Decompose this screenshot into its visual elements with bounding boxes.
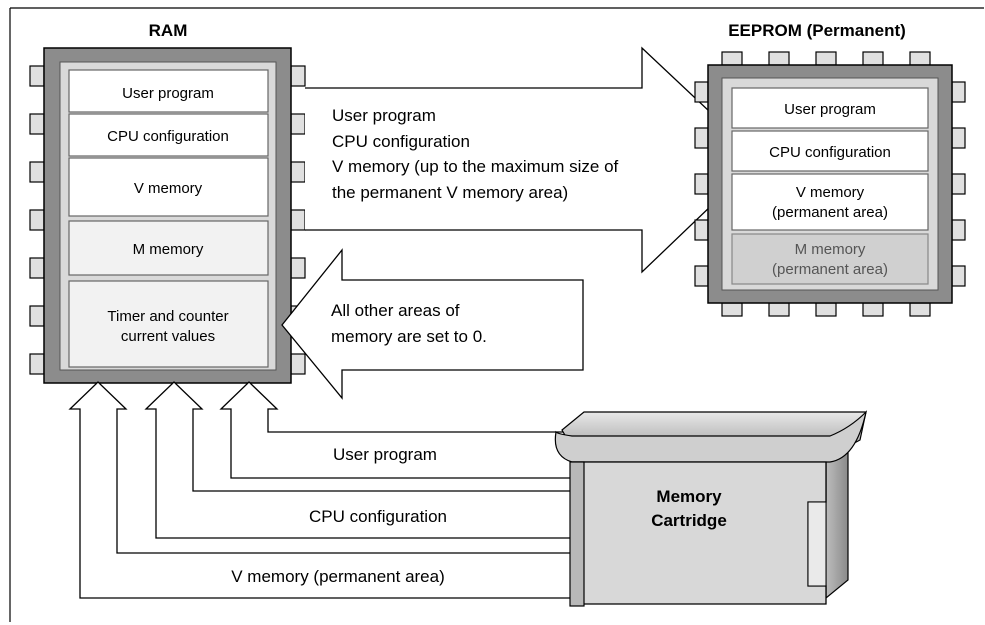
eeprom-v-memory-label-1: V memory <box>796 184 865 201</box>
eeprom-user-program-label: User program <box>784 101 876 118</box>
ram-block-user-program <box>68 69 269 113</box>
right-arrow-text-3: V memory (up to the maximum size of <box>332 157 619 176</box>
eeprom-cpu-configuration-label: CPU configuration <box>769 144 891 161</box>
eeprom-v-memory-label-2: (permanent area) <box>772 204 888 221</box>
eeprom-right-pins <box>951 81 966 287</box>
cartridge-lip <box>554 410 868 463</box>
ram-v-memory-label: V memory <box>134 180 203 197</box>
eeprom-block-user-program <box>731 87 929 129</box>
eeprom-m-memory-label-2: (permanent area) <box>772 261 888 278</box>
ram-block-cpu-configuration <box>68 113 269 157</box>
ram-title: RAM <box>149 21 188 40</box>
ram-block-m-memory <box>68 220 269 276</box>
ram-cpu-configuration-label: CPU configuration <box>107 128 229 145</box>
band-user-program <box>219 381 590 479</box>
cartridge-notch <box>807 501 827 587</box>
cartridge-side <box>825 438 849 600</box>
clear-other-areas-arrow <box>281 248 584 400</box>
right-arrow-text-2: CPU configuration <box>332 132 470 151</box>
band-v-memory-label: V memory (permanent area) <box>231 567 445 586</box>
ram-block-v-memory <box>68 157 269 217</box>
eeprom-block-cpu-configuration <box>731 130 929 172</box>
band-cpu-configuration-label: CPU configuration <box>309 507 447 526</box>
band-v-memory <box>68 381 590 599</box>
eeprom-block-m-memory <box>731 233 929 285</box>
cartridge-label-1: Memory <box>656 487 722 506</box>
eeprom-top-pins <box>721 51 931 66</box>
right-arrow-text-4: the permanent V memory area) <box>332 183 568 202</box>
eeprom-block-v-memory <box>731 173 929 231</box>
cartridge-connector <box>569 461 585 607</box>
eeprom-chip: User program CPU configuration V memory … <box>694 51 966 317</box>
ram-timer-counter-label-1: Timer and counter <box>107 308 228 325</box>
cartridge-label-2: Cartridge <box>651 511 727 530</box>
ram-chip: User program CPU configuration V memory … <box>29 47 306 384</box>
band-user-program-label: User program <box>333 445 437 464</box>
ram-timer-counter-label-2: current values <box>121 328 215 345</box>
eeprom-bottom-pins <box>721 302 931 317</box>
cartridge-front <box>572 461 827 605</box>
ram-left-pins <box>29 65 45 375</box>
left-arrow-text-2: memory are set to 0. <box>331 327 487 346</box>
ram-m-memory-label: M memory <box>133 241 204 258</box>
eeprom-m-memory-label-1: M memory <box>795 241 866 258</box>
memory-cartridge: Memory Cartridge <box>554 410 868 607</box>
ram-block-timer-counter <box>68 280 269 368</box>
eeprom-title: EEPROM (Permanent) <box>728 21 906 40</box>
ram-user-program-label: User program <box>122 85 214 102</box>
left-arrow-text-1: All other areas of <box>331 301 460 320</box>
right-arrow-text-1: User program <box>332 106 436 125</box>
band-cpu-configuration <box>144 381 590 539</box>
